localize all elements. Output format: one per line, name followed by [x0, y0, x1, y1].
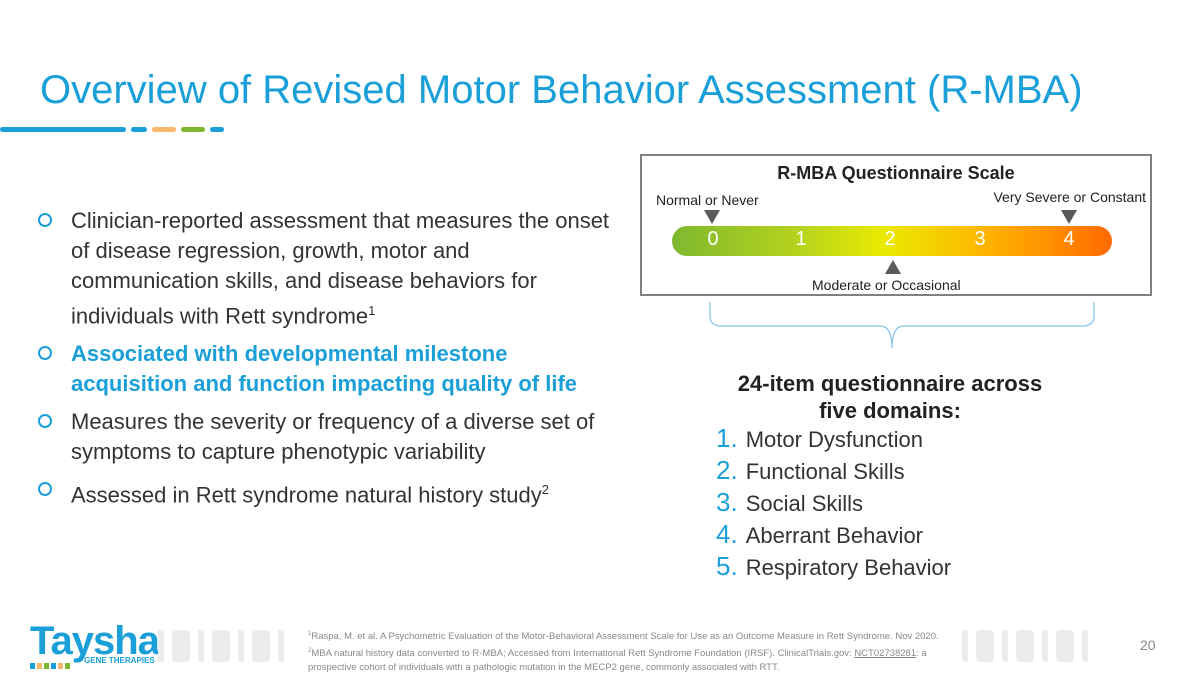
decorative-pattern-left [158, 630, 284, 662]
domain-item: 1. Motor Dysfunction [716, 422, 951, 454]
footnote-text: MBA natural history data converted to R-… [311, 648, 855, 660]
footnote-text: Raspa, M. et al. A Psychometric Evaluati… [311, 631, 939, 643]
footnote-marker: 2 [308, 648, 312, 655]
slide-title: Overview of Revised Motor Behavior Asses… [40, 68, 1083, 112]
domain-item: 3. Social Skills [716, 486, 951, 518]
scale-low-label: Normal or Never [656, 192, 759, 208]
footnote-text: : a prospective cohort of individuals wi… [308, 648, 927, 674]
questionnaire-title: 24-item questionnaire across five domain… [690, 370, 1090, 424]
bullet-text: Associated with developmental milestone … [71, 341, 578, 397]
domain-label: Social Skills [745, 491, 864, 516]
curly-brace-icon [709, 302, 1095, 349]
footnote-ref: 1 [368, 303, 376, 318]
domain-list: 1.Motor Dysfunction 2.Functional Skills … [716, 422, 951, 582]
bullet-item: Assessed in Rett syndrome natural histor… [38, 475, 618, 510]
scale-high-label: Very Severe or Constant [993, 189, 1146, 205]
triangle-down-icon [704, 210, 720, 224]
questionnaire-title-line1: 24-item questionnaire across [737, 371, 1043, 396]
scale-tick: 3 [974, 228, 986, 250]
logo-wordmark: Taysha [30, 619, 160, 663]
domain-label: Aberrant Behavior [745, 523, 924, 548]
domain-number: 3. [716, 487, 738, 517]
domain-number: 5. [716, 551, 738, 581]
bullet-item: Measures the severity or frequency of a … [38, 407, 618, 467]
logo-color-squares [30, 656, 72, 674]
bullet-circle-icon [38, 414, 52, 429]
logo-subtitle: GENE THERAPIES [84, 656, 155, 665]
domain-number: 1. [716, 423, 738, 453]
domain-number: 4. [716, 519, 738, 549]
domain-label: Functional Skills [745, 459, 905, 484]
company-logo: Taysha GENE THERAPIES [30, 619, 160, 669]
bullet-circle-icon [38, 213, 52, 227]
footnote-ref: 2 [541, 482, 549, 498]
bullet-circle-icon [38, 482, 52, 497]
bullet-text: Assessed in Rett syndrome natural histor… [71, 482, 542, 508]
domain-label: Motor Dysfunction [745, 427, 923, 452]
scale-mid-label: Moderate or Occasional [812, 277, 961, 293]
scale-tick: 2 [884, 228, 896, 250]
triangle-up-icon [885, 260, 901, 274]
domain-item: 2. Functional Skills [716, 454, 951, 486]
scale-title: R-MBA Questionnaire Scale [777, 163, 1015, 183]
domain-item: 5. Respiratory Behavior [716, 550, 951, 582]
bullet-item: Clinician-reported assessment that measu… [38, 206, 618, 331]
bullet-list: Clinician-reported assessment that measu… [38, 206, 618, 519]
bullet-text: Measures the severity or frequency of a … [71, 409, 595, 465]
scale-tick: 1 [795, 228, 807, 250]
questionnaire-title-line2: five domains: [819, 398, 961, 423]
clinical-trial-link[interactable]: NCT02738281 [854, 648, 917, 660]
footnote-marker: 1 [308, 631, 312, 637]
footnote: 1Raspa, M. et al. A Psychometric Evaluat… [308, 627, 948, 675]
scale-tick: 0 [707, 228, 719, 250]
bullet-circle-icon [38, 346, 52, 361]
domain-label: Respiratory Behavior [745, 555, 952, 580]
page-number: 20 [1140, 637, 1156, 653]
domain-number: 2. [716, 455, 738, 485]
bullet-text: Clinician-reported assessment that measu… [71, 208, 610, 329]
decorative-pattern-right [962, 630, 1088, 662]
triangle-down-icon [1061, 210, 1077, 224]
scale-tick: 4 [1063, 228, 1075, 250]
severity-gradient-bar: 0 1 2 3 4 [672, 226, 1112, 256]
domain-item: 4. Aberrant Behavior [716, 518, 951, 550]
bullet-item-highlight: Associated with developmental milestone … [38, 339, 618, 399]
scale-panel: R-MBA Questionnaire Scale Normal or Neve… [640, 154, 1152, 296]
